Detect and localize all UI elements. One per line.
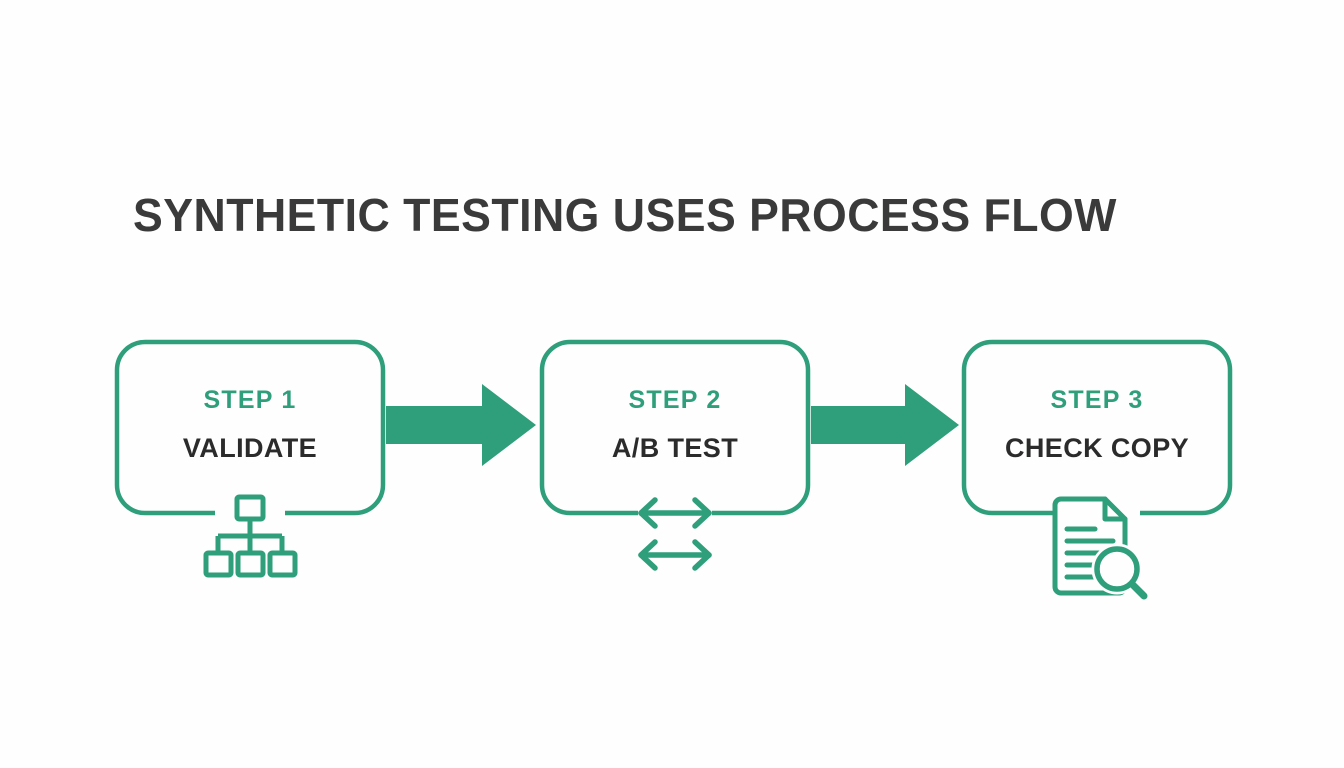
- step-1-label: VALIDATE: [182, 432, 318, 463]
- step-node-2[interactable]: STEP 2 A/B TEST: [539, 339, 811, 571]
- arrow-right-icon-1: [386, 382, 538, 468]
- step-3-kicker: STEP 3: [1050, 385, 1144, 414]
- arrow-right-icon-2: [811, 382, 961, 468]
- step-3-label: CHECK COPY: [1004, 432, 1190, 463]
- page-title: SYNTHETIC TESTING USES PROCESS FLOW: [133, 189, 1117, 241]
- step-node-3[interactable]: STEP 3 CHECK COPY: [961, 339, 1233, 600]
- process-flow: STEP 1 VALIDATE: [0, 330, 1344, 600]
- double-arrows-icon: [629, 497, 721, 585]
- step-node-1[interactable]: STEP 1 VALIDATE: [114, 339, 386, 578]
- step-2-label: A/B TEST: [611, 432, 739, 463]
- hierarchy-icon: [202, 494, 298, 587]
- step-2-content: STEP 2 A/B TEST: [540, 340, 810, 515]
- step-1-kicker: STEP 1: [203, 385, 297, 414]
- step-1-content: STEP 1 VALIDATE: [115, 340, 385, 515]
- step-2-kicker: STEP 2: [628, 385, 722, 414]
- document-search-icon: [1043, 495, 1151, 601]
- step-3-content: STEP 3 CHECK COPY: [962, 340, 1232, 515]
